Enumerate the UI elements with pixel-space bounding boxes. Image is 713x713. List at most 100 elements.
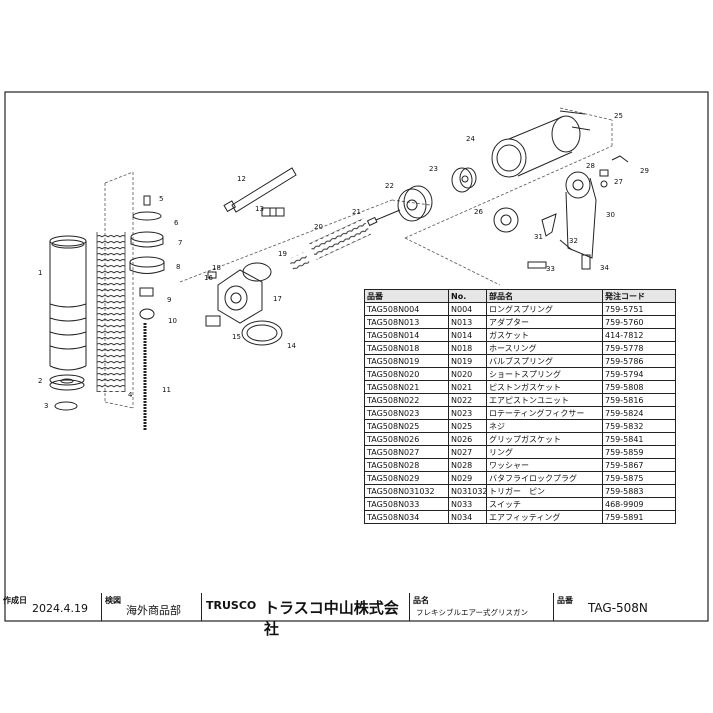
callout-label: 23: [429, 165, 438, 173]
checked-value: 海外商品部: [126, 604, 181, 617]
cell-order-code: 759-5883: [602, 484, 676, 498]
cell-order-code: 759-5832: [602, 419, 676, 433]
callout-label: 24: [466, 135, 475, 143]
cell-part-number: TAG508N014: [364, 328, 449, 342]
callout-label: 22: [385, 182, 394, 190]
cell-part-number: TAG508N013: [364, 315, 449, 329]
callout-label: 32: [569, 237, 578, 245]
company-cell: TRUSCO トラスコ中山株式会社: [202, 593, 410, 638]
cell-no: N014: [448, 328, 487, 342]
cell-part-name: ロテーティングフィクサー: [486, 406, 603, 420]
header-part-number: 品番: [364, 289, 449, 303]
title-block: 作成日 2024.4.19 検図 海外商品部 TRUSCO トラスコ中山株式会社…: [0, 593, 713, 638]
callout-label: 9: [167, 296, 171, 304]
cell-no: N004: [448, 302, 487, 316]
cell-order-code: 759-5859: [602, 445, 676, 459]
part-base-cap: [49, 374, 85, 391]
cell-part-number: TAG508N004: [364, 302, 449, 316]
cell-part-name: バタフライロックプラグ: [486, 471, 603, 485]
cell-order-code: 414-7812: [602, 328, 676, 342]
callout-label: 3: [44, 402, 48, 410]
cell-no: N023: [448, 406, 487, 420]
cell-order-code: 759-5760: [602, 315, 676, 329]
cell-part-number: TAG508N021: [364, 380, 449, 394]
cell-part-number: TAG508N019: [364, 354, 449, 368]
cell-part-number: TAG508N029: [364, 471, 449, 485]
product-name-cell: 品名 フレキシブルエアー式グリスガン: [410, 593, 554, 621]
part-bottom-gasket: [54, 401, 78, 411]
cell-part-name: エアピストンユニット: [486, 393, 603, 407]
cell-part-name: ショートスプリング: [486, 367, 603, 381]
part-rotating-fixer: [451, 167, 477, 193]
cell-part-number: TAG508N027: [364, 445, 449, 459]
callout-label: 4: [128, 391, 133, 399]
callout-label: 12: [237, 175, 246, 183]
cell-no: N028: [448, 458, 487, 472]
callout-numbers: 1234567891011121314151617181920212223242…: [38, 112, 649, 410]
cell-order-code: 759-5867: [602, 458, 676, 472]
cell-no: N022: [448, 393, 487, 407]
callout-label: 26: [474, 208, 483, 216]
cell-order-code: 759-5808: [602, 380, 676, 394]
brand-logo: TRUSCO: [206, 599, 257, 612]
callout-label: 21: [352, 208, 361, 216]
parts-table-header-row: 品番 No. 部品名 発注コード: [364, 289, 676, 303]
cell-part-name: ネジ: [486, 419, 603, 433]
callout-label: 5: [159, 195, 163, 203]
part-air-cylinder: [491, 115, 581, 178]
callout-label: 31: [534, 233, 543, 241]
cell-no: N021: [448, 380, 487, 394]
product-name-value: フレキシブルエアー式グリスガン: [416, 608, 529, 617]
callout-label: 13: [255, 205, 264, 213]
cell-order-code: 759-5786: [602, 354, 676, 368]
cell-no: N019: [448, 354, 487, 368]
drawing-frame: [4, 91, 709, 622]
created-date-label: 作成日: [3, 596, 27, 605]
part-screws: [559, 110, 591, 131]
cell-order-code: 759-5875: [602, 471, 676, 485]
cell-part-name: グリップガスケット: [486, 432, 603, 446]
part-valve-spring: [288, 251, 310, 271]
header-no: No.: [448, 289, 487, 303]
cell-part-number: TAG508N034: [364, 510, 449, 524]
cell-part-name: ガスケット: [486, 328, 603, 342]
part-grip-gasket: [493, 207, 519, 233]
callout-label: 25: [614, 112, 623, 120]
cell-part-number: TAG508N031032: [364, 484, 449, 498]
cell-part-number: TAG508N020: [364, 367, 449, 381]
callout-label: 34: [600, 264, 609, 272]
callout-label: 30: [606, 211, 615, 219]
part-piston-stack: [129, 195, 165, 320]
cell-part-name: トリガー ピン: [486, 484, 603, 498]
cell-no: N020: [448, 367, 487, 381]
part-trigger-and-fittings: [527, 213, 591, 270]
cell-no: N018: [448, 341, 487, 355]
callout-label: 11: [162, 386, 171, 394]
cell-part-name: ワッシャー: [486, 458, 603, 472]
part-barrel: [49, 235, 87, 371]
callout-label: 1: [38, 269, 42, 277]
model-cell: 品番 TAG-508N: [554, 593, 708, 621]
cell-part-number: TAG508N026: [364, 432, 449, 446]
cell-part-name: スイッチ: [486, 497, 603, 511]
cell-part-number: TAG508N028: [364, 458, 449, 472]
cell-order-code: 759-5778: [602, 341, 676, 355]
cell-part-name: リング: [486, 445, 603, 459]
callout-label: 6: [174, 219, 179, 227]
cell-order-code: 759-5891: [602, 510, 676, 524]
cell-part-number: TAG508N018: [364, 341, 449, 355]
callout-label: 17: [273, 295, 282, 303]
part-short-spring: [309, 218, 371, 260]
callout-label: 14: [287, 342, 296, 350]
